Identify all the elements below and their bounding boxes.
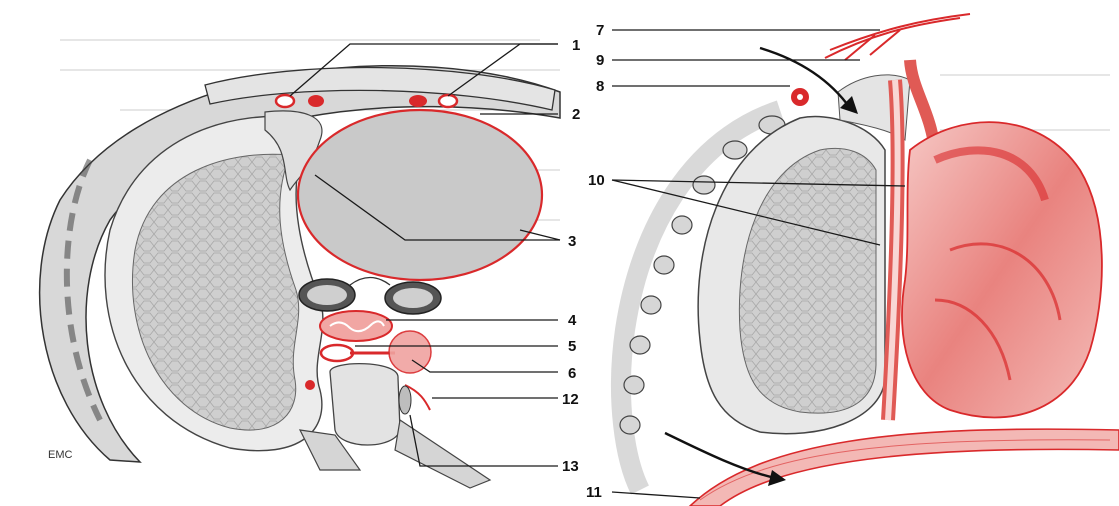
label-2: 2 <box>572 106 580 123</box>
callout-labels: 1 2 3 4 5 6 7 8 9 10 11 12 13 <box>562 22 605 501</box>
label-7: 7 <box>596 22 604 39</box>
label-10: 10 <box>588 172 605 189</box>
axial-section: EMC <box>40 66 560 488</box>
label-1: 1 <box>572 37 580 54</box>
sagittal-section <box>620 14 1119 506</box>
azygos-vein <box>321 345 353 361</box>
label-6: 6 <box>568 365 576 382</box>
bronchi <box>299 278 441 315</box>
label-9: 9 <box>596 52 604 69</box>
heart <box>902 122 1102 417</box>
vertebra <box>330 364 400 445</box>
credit-mark: EMC <box>48 449 73 461</box>
label-12: 12 <box>562 391 579 408</box>
aorta <box>389 331 431 373</box>
mediastinal-mass <box>298 110 542 280</box>
label-3: 3 <box>568 233 576 250</box>
diaphragm <box>690 429 1119 506</box>
label-13: 13 <box>562 458 579 475</box>
label-5: 5 <box>568 338 576 355</box>
label-11: 11 <box>586 484 602 501</box>
label-4: 4 <box>568 312 577 329</box>
label-8: 8 <box>596 78 604 95</box>
